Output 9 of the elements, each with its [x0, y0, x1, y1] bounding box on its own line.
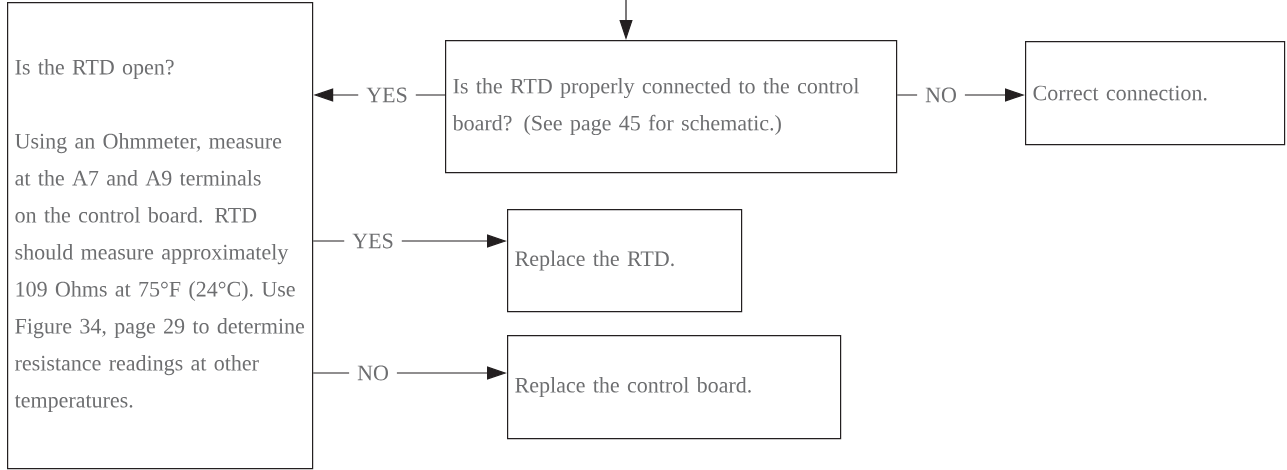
edge-label: NO: [349, 363, 397, 383]
decision-box: Is the RTD properly connected to the control board? (See page 45 for schematic.): [445, 40, 898, 174]
action-box: Correct connection.: [1025, 41, 1286, 146]
text-box: Is the RTD open? Using an Ohmmeter, measure at the A7 and A9 terminals on the control board. RTD should measure approximately 109 Ohms at 75°F (24°C). Use Figure 34, page 29 to determine resistance readings at other temperatures.: [7, 2, 314, 470]
edge-label: YES: [344, 231, 402, 251]
edge-label: YES: [358, 85, 416, 105]
edge-label: NO: [917, 85, 965, 105]
action-box: Replace the control board.: [507, 335, 842, 440]
action-box: Replace the RTD.: [507, 209, 743, 313]
